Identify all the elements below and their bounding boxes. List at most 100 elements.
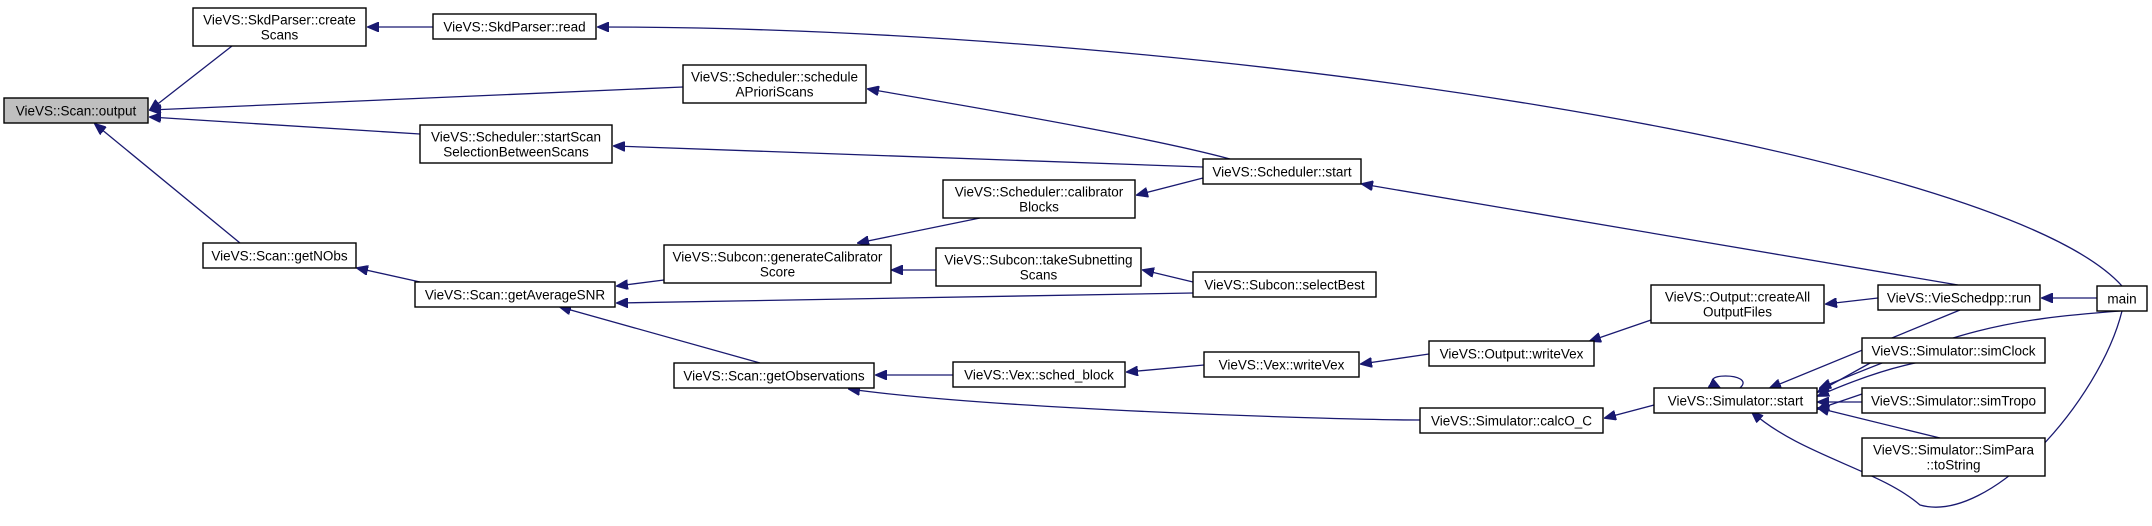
graph-node-scan-getobs[interactable]: VieVS::Scan::getObservations bbox=[673, 362, 875, 389]
node-label: VieVS::Subcon::generateCalibrator bbox=[673, 250, 883, 265]
node-box bbox=[952, 361, 1126, 388]
node-label: main bbox=[2107, 292, 2136, 307]
graph-node-scan-getnobs[interactable]: VieVS::Scan::getNObs bbox=[202, 242, 357, 269]
call-edge-10 bbox=[357, 268, 421, 283]
node-box bbox=[1650, 284, 1825, 324]
call-edge-11 bbox=[617, 279, 665, 286]
node-label: VieVS::Scan::getNObs bbox=[211, 249, 348, 264]
call-edge-26 bbox=[1820, 310, 2121, 388]
node-box bbox=[673, 362, 875, 389]
graph-node-sim-para[interactable]: VieVS::Simulator::SimPara::toString bbox=[1861, 437, 2046, 477]
node-label: VieVS::Simulator::simClock bbox=[1871, 344, 2035, 359]
call-edge-8 bbox=[1137, 177, 1204, 195]
graph-node-main[interactable]: main bbox=[2096, 285, 2148, 312]
nodes-layer: VieVS::Scan::output VieVS::SkdParser::cre… bbox=[3, 7, 2148, 477]
graph-node-sub-selectbest[interactable]: VieVS::Subcon::selectBest bbox=[1192, 271, 1377, 298]
node-box bbox=[419, 124, 613, 164]
call-edge-1 bbox=[150, 86, 684, 110]
node-label: OutputFiles bbox=[1703, 305, 1772, 320]
call-edge-9 bbox=[1362, 184, 1959, 286]
node-label: VieVS::Scan::output bbox=[16, 104, 137, 119]
node-label: SelectionBetweenScans bbox=[443, 145, 589, 160]
node-label: VieVS::Simulator::calcO_C bbox=[1431, 414, 1592, 429]
node-label: Blocks bbox=[1019, 200, 1059, 215]
node-box bbox=[432, 13, 597, 40]
call-edge-27 bbox=[1752, 310, 2123, 508]
node-box bbox=[663, 244, 892, 284]
graph-node-scan-output[interactable]: VieVS::Scan::output bbox=[3, 97, 149, 124]
call-edge-24 bbox=[1605, 404, 1655, 418]
node-label: VieVS::Subcon::selectBest bbox=[1204, 278, 1365, 293]
node-box bbox=[1192, 271, 1377, 298]
node-label: VieVS::Scan::getObservations bbox=[683, 369, 865, 384]
graph-node-vex-writevex[interactable]: VieVS::Vex::writeVex bbox=[1203, 351, 1360, 378]
call-edge-29 bbox=[1818, 361, 1873, 392]
graph-node-vex-schedblock[interactable]: VieVS::Vex::sched_block bbox=[952, 361, 1126, 388]
node-label: ::toString bbox=[1926, 458, 1980, 473]
graph-node-out-writevex[interactable]: VieVS::Output::writeVex bbox=[1428, 340, 1595, 367]
node-box bbox=[1861, 337, 2046, 364]
node-label: VieVS::Simulator::simTropo bbox=[1871, 394, 2036, 409]
node-label: Scans bbox=[261, 28, 299, 43]
node-label: APrioriScans bbox=[735, 85, 813, 100]
node-box bbox=[1861, 437, 2046, 477]
node-label: VieVS::Scheduler::calibrator bbox=[955, 185, 1124, 200]
call-edge-2 bbox=[150, 117, 421, 135]
node-label: VieVS::Vex::sched_block bbox=[964, 368, 1114, 383]
node-box bbox=[935, 247, 1142, 287]
node-box bbox=[192, 7, 367, 47]
node-label: VieVS::Simulator::start bbox=[1668, 394, 1804, 409]
call-edge-14 bbox=[858, 217, 981, 243]
node-label: VieVS::Scheduler::schedule bbox=[691, 70, 858, 85]
call-edge-19 bbox=[1361, 353, 1430, 364]
node-box bbox=[1203, 351, 1360, 378]
call-edge-33 bbox=[1818, 408, 1941, 439]
graph-node-sim-calcoc[interactable]: VieVS::Simulator::calcO_C bbox=[1419, 407, 1604, 434]
node-label: VieVS::VieSchedpp::run bbox=[1887, 291, 2031, 306]
graph-node-sim-tropo[interactable]: VieVS::Simulator::simTropo bbox=[1861, 387, 2046, 414]
graph-node-sched-start[interactable]: VieVS::Scheduler::start bbox=[1202, 158, 1362, 185]
call-edge-6 bbox=[868, 89, 1231, 160]
node-label: Scans bbox=[1020, 268, 1058, 283]
node-box bbox=[1877, 284, 2041, 311]
call-edge-0 bbox=[150, 45, 233, 110]
graph-node-skd-read[interactable]: VieVS::SkdParser::read bbox=[432, 13, 597, 40]
node-label: VieVS::Vex::writeVex bbox=[1219, 358, 1345, 373]
node-label: VieVS::SkdParser::read bbox=[443, 20, 585, 35]
call-edge-12 bbox=[617, 292, 1194, 303]
call-edge-23 bbox=[849, 389, 1421, 421]
call-edge-18 bbox=[1127, 364, 1205, 372]
graph-node-sched-startscan[interactable]: VieVS::Scheduler::startScanSelectionBetw… bbox=[419, 124, 613, 164]
graph-node-sim-start[interactable]: VieVS::Simulator::start bbox=[1653, 387, 1818, 414]
node-box bbox=[942, 179, 1136, 219]
call-edge-5 bbox=[598, 27, 2123, 287]
node-box bbox=[202, 242, 357, 269]
graph-node-vsched-run[interactable]: VieVS::VieSchedpp::run bbox=[1877, 284, 2041, 311]
node-box bbox=[414, 281, 616, 308]
call-edge-21 bbox=[1826, 297, 1879, 304]
node-label: VieVS::Scan::getAverageSNR bbox=[425, 288, 606, 303]
node-label: VieVS::SkdParser::create bbox=[203, 13, 356, 28]
node-label: Score bbox=[760, 265, 795, 280]
graph-node-sim-clock[interactable]: VieVS::Simulator::simClock bbox=[1861, 337, 2046, 364]
graph-node-scan-avgsnr[interactable]: VieVS::Scan::getAverageSNR bbox=[414, 281, 616, 308]
node-box bbox=[1202, 158, 1362, 185]
call-edge-13 bbox=[560, 307, 761, 364]
node-label: VieVS::Subcon::takeSubnetting bbox=[944, 253, 1132, 268]
call-edge-3 bbox=[95, 124, 241, 244]
node-box bbox=[2096, 285, 2148, 312]
node-box bbox=[1419, 407, 1604, 434]
node-box bbox=[3, 97, 149, 124]
node-label: VieVS::Scheduler::start bbox=[1212, 165, 1352, 180]
node-label: VieVS::Output::createAll bbox=[1665, 290, 1810, 305]
node-label: VieVS::Simulator::SimPara bbox=[1873, 443, 2035, 458]
node-label: VieVS::Scheduler::startScan bbox=[431, 130, 601, 145]
edges-layer bbox=[95, 27, 2123, 508]
